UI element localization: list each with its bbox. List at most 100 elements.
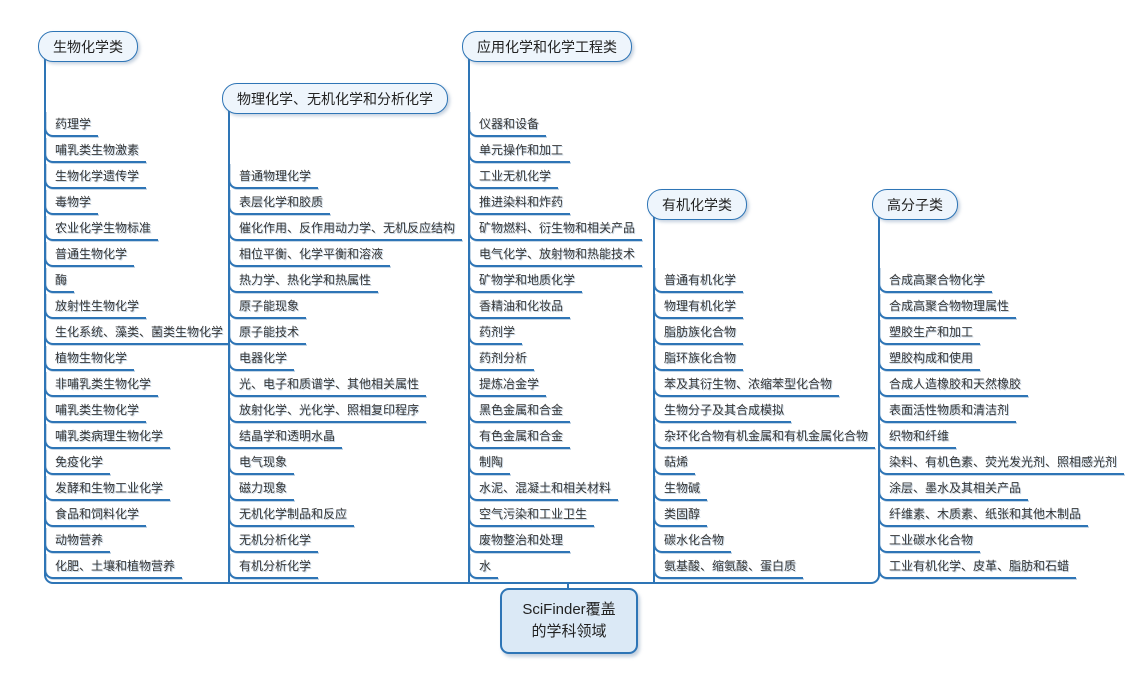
branch-title-label: 应用化学和化学工程类 (477, 38, 617, 55)
topic-item[interactable]: 矿物燃料、衍生物和相关产品 (468, 215, 643, 241)
topic-item[interactable]: 植物生物化学 (44, 345, 135, 371)
topic-item[interactable]: 毒物学 (44, 189, 99, 215)
topic-item[interactable]: 相位平衡、化学平衡和溶液 (228, 241, 391, 267)
topic-item[interactable]: 哺乳类生物化学 (44, 397, 147, 423)
topic-item[interactable]: 苯及其衍生物、浓缩苯型化合物 (653, 371, 840, 397)
topic-item[interactable]: 废物整治和处理 (468, 527, 571, 553)
topic-item[interactable]: 类固醇 (653, 501, 708, 527)
root-node[interactable]: SciFinder覆盖 的学科领域 (500, 588, 638, 654)
topic-item[interactable]: 塑胶构成和使用 (878, 345, 981, 371)
topic-item[interactable]: 免疫化学 (44, 449, 111, 475)
topic-item[interactable]: 矿物学和地质化学 (468, 267, 583, 293)
topic-item[interactable]: 无机化学制品和反应 (228, 501, 355, 527)
topic-item[interactable]: 原子能现象 (228, 293, 307, 319)
topic-item[interactable]: 有色金属和合金 (468, 423, 571, 449)
root-rail-connector (44, 574, 880, 584)
topic-item[interactable]: 单元操作和加工 (468, 137, 571, 163)
topic-item[interactable]: 电气现象 (228, 449, 295, 475)
topic-item[interactable]: 无机分析化学 (228, 527, 319, 553)
topic-item[interactable]: 农业化学生物标准 (44, 215, 159, 241)
topic-item[interactable]: 空气污染和工业卫生 (468, 501, 595, 527)
branch-title-0[interactable]: 生物化学类 (38, 31, 138, 62)
topic-item[interactable]: 水泥、混凝土和相关材料 (468, 475, 619, 501)
topic-item[interactable]: 普通物理化学 (228, 163, 319, 189)
topic-item[interactable]: 酶 (44, 267, 75, 293)
topic-item[interactable]: 非哺乳类生物化学 (44, 371, 159, 397)
topic-item[interactable]: 黑色金属和合金 (468, 397, 571, 423)
topic-item[interactable]: 放射化学、光化学、照相复印程序 (228, 397, 427, 423)
topic-item[interactable]: 合成高聚合物物理属性 (878, 293, 1017, 319)
topic-item[interactable]: 热力学、热化学和热属性 (228, 267, 379, 293)
topic-item-label: 制陶 (479, 455, 504, 469)
topic-item[interactable]: 结晶学和透明水晶 (228, 423, 343, 449)
topic-item[interactable]: 电气化学、放射物和热能技术 (468, 241, 643, 267)
topic-item[interactable]: 生物分子及其合成模拟 (653, 397, 792, 423)
topic-item-label: 化肥、土壤和植物营养 (55, 559, 176, 573)
branch-title-3[interactable]: 有机化学类 (647, 189, 747, 220)
topic-item[interactable]: 生化系统、藻类、菌类生物化学 (44, 319, 231, 345)
topic-item[interactable]: 推进染料和炸药 (468, 189, 571, 215)
topic-item[interactable]: 合成人造橡胶和天然橡胶 (878, 371, 1029, 397)
topic-item[interactable]: 普通有机化学 (653, 267, 744, 293)
topic-item[interactable]: 药理学 (44, 111, 99, 137)
topic-item[interactable]: 塑胶生产和加工 (878, 319, 981, 345)
topic-item[interactable]: 纤维素、木质素、纸张和其他木制品 (878, 501, 1089, 527)
topic-item[interactable]: 脂肪族化合物 (653, 319, 744, 345)
topic-item[interactable]: 药剂分析 (468, 345, 535, 371)
topic-item[interactable]: 哺乳类生物激素 (44, 137, 147, 163)
topic-item[interactable]: 哺乳类病理生物化学 (44, 423, 171, 449)
topic-item[interactable]: 生物碱 (653, 475, 708, 501)
topic-item[interactable]: 发酵和生物工业化学 (44, 475, 171, 501)
topic-item[interactable]: 制陶 (468, 449, 511, 475)
topic-item[interactable]: 放射性生物化学 (44, 293, 147, 319)
topic-item[interactable]: 工业有机化学、皮革、脂肪和石蜡 (878, 553, 1077, 579)
topic-item[interactable]: 织物和纤维 (878, 423, 957, 449)
topic-item-label: 药理学 (55, 117, 92, 131)
topic-item[interactable]: 仪器和设备 (468, 111, 547, 137)
branch-title-label: 有机化学类 (662, 196, 732, 213)
topic-item[interactable]: 动物营养 (44, 527, 111, 553)
topic-item[interactable]: 杂环化合物有机金属和有机金属化合物 (653, 423, 876, 449)
topic-item-label: 生物分子及其合成模拟 (664, 403, 785, 417)
branch-title-4[interactable]: 高分子类 (872, 189, 958, 220)
topic-item-label: 生化系统、藻类、菌类生物化学 (55, 325, 224, 339)
topic-item-label: 矿物燃料、衍生物和相关产品 (479, 221, 636, 235)
topic-item[interactable]: 染料、有机色素、荧光发光剂、照相感光剂 (878, 449, 1125, 475)
topic-item-label: 有机分析化学 (239, 559, 312, 573)
topic-item[interactable]: 工业碳水化合物 (878, 527, 981, 553)
branch-title-2[interactable]: 应用化学和化学工程类 (462, 31, 632, 62)
topic-item[interactable]: 涂层、墨水及其相关产品 (878, 475, 1029, 501)
topic-item[interactable]: 萜烯 (653, 449, 696, 475)
branch-title-1[interactable]: 物理化学、无机化学和分析化学 (222, 83, 448, 114)
topic-item[interactable]: 药剂学 (468, 319, 523, 345)
topic-item[interactable]: 表面活性物质和清洁剂 (878, 397, 1017, 423)
topic-item[interactable]: 表层化学和胶质 (228, 189, 331, 215)
topic-item[interactable]: 氨基酸、缩氨酸、蛋白质 (653, 553, 804, 579)
topic-item[interactable]: 提炼冶金学 (468, 371, 547, 397)
topic-item[interactable]: 合成高聚合物化学 (878, 267, 993, 293)
topic-item-label: 塑胶构成和使用 (889, 351, 974, 365)
topic-item[interactable]: 脂环族化合物 (653, 345, 744, 371)
topic-item[interactable]: 化肥、土壤和植物营养 (44, 553, 183, 579)
topic-item-label: 普通生物化学 (55, 247, 128, 261)
topic-item[interactable]: 催化作用、反作用动力学、无机反应结构 (228, 215, 463, 241)
topic-item-label: 原子能技术 (239, 325, 300, 339)
topic-item[interactable]: 香精油和化妆品 (468, 293, 571, 319)
topic-item[interactable]: 碳水化合物 (653, 527, 732, 553)
topic-item[interactable]: 磁力现象 (228, 475, 295, 501)
topic-item[interactable]: 物理有机化学 (653, 293, 744, 319)
topic-item-label: 合成高聚合物化学 (889, 273, 986, 287)
topic-item-label: 水 (479, 559, 492, 573)
topic-item-label: 塑胶生产和加工 (889, 325, 974, 339)
topic-item[interactable]: 光、电子和质谱学、其他相关属性 (228, 371, 427, 397)
topic-item[interactable]: 生物化学遗传学 (44, 163, 147, 189)
topic-item[interactable]: 有机分析化学 (228, 553, 319, 579)
topic-item[interactable]: 原子能技术 (228, 319, 307, 345)
topic-item[interactable]: 水 (468, 553, 499, 579)
topic-item-label: 哺乳类生物化学 (55, 403, 140, 417)
topic-item-label: 萜烯 (664, 455, 689, 469)
topic-item[interactable]: 普通生物化学 (44, 241, 135, 267)
topic-item[interactable]: 电器化学 (228, 345, 295, 371)
topic-item[interactable]: 食品和饲料化学 (44, 501, 147, 527)
topic-item[interactable]: 工业无机化学 (468, 163, 559, 189)
